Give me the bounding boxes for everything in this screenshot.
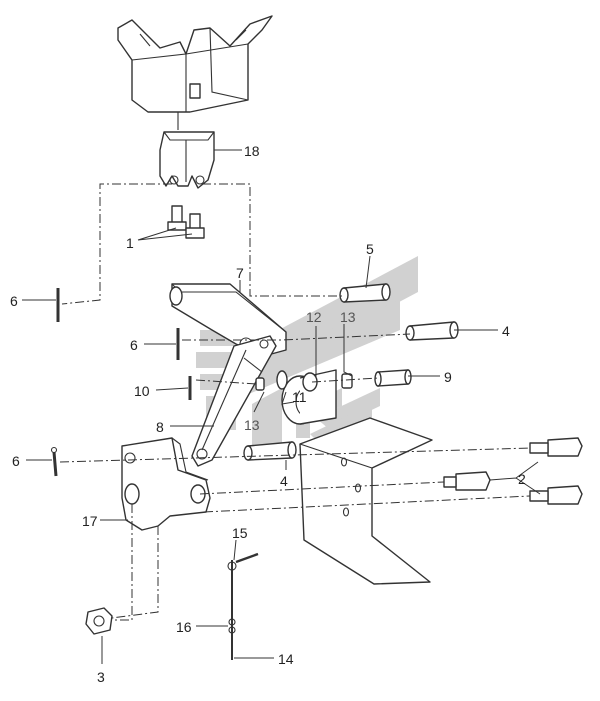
callout-6-lower: 6 — [12, 453, 20, 469]
callout-6-upper: 6 — [10, 293, 18, 309]
leader-lines — [22, 149, 541, 664]
callout-10: 10 — [134, 383, 150, 399]
callout-8: 8 — [156, 419, 164, 435]
callout-5: 5 — [366, 241, 374, 257]
part-9-pin — [374, 369, 412, 387]
callout-3: 3 — [97, 669, 105, 685]
part-2-bolts — [443, 437, 583, 505]
callout-16: 16 — [176, 619, 192, 635]
callout-labels: 18 1 6 5 7 4 6 12 13 9 10 11 8 13 4 6 2 … — [10, 143, 526, 685]
callout-1: 1 — [126, 235, 134, 251]
callout-13-lower: 13 — [244, 417, 260, 433]
part-18-clevis — [159, 131, 215, 189]
callout-12: 12 — [306, 309, 322, 325]
part-13-bushings — [255, 373, 353, 391]
part-4-lower-pin — [243, 441, 297, 461]
callout-4-upper: 4 — [502, 323, 510, 339]
callout-9: 9 — [444, 369, 452, 385]
callout-18: 18 — [244, 143, 260, 159]
part-17-plate — [121, 437, 211, 531]
callout-13-upper: 13 — [340, 309, 356, 325]
main-mount-plate — [299, 417, 433, 585]
callout-4-lower: 4 — [280, 473, 288, 489]
pivot-hub — [276, 369, 337, 425]
callout-7: 7 — [236, 265, 244, 281]
callout-11: 11 — [292, 389, 307, 405]
part-8-link — [191, 335, 277, 467]
part-6-pins — [50, 288, 180, 477]
part-1-bolts — [167, 205, 205, 239]
part-5-pin — [339, 283, 391, 303]
part-3-nut — [85, 607, 113, 635]
part-14-16-rod — [227, 552, 259, 660]
callout-2: 2 — [518, 471, 526, 487]
callout-15: 15 — [232, 525, 248, 541]
seat-bracket — [117, 15, 273, 130]
callout-17: 17 — [82, 513, 98, 529]
callout-6-middle: 6 — [130, 337, 138, 353]
assembly-lines — [59, 183, 531, 621]
part-4-upper-pin — [405, 321, 459, 341]
callout-14: 14 — [278, 651, 294, 667]
